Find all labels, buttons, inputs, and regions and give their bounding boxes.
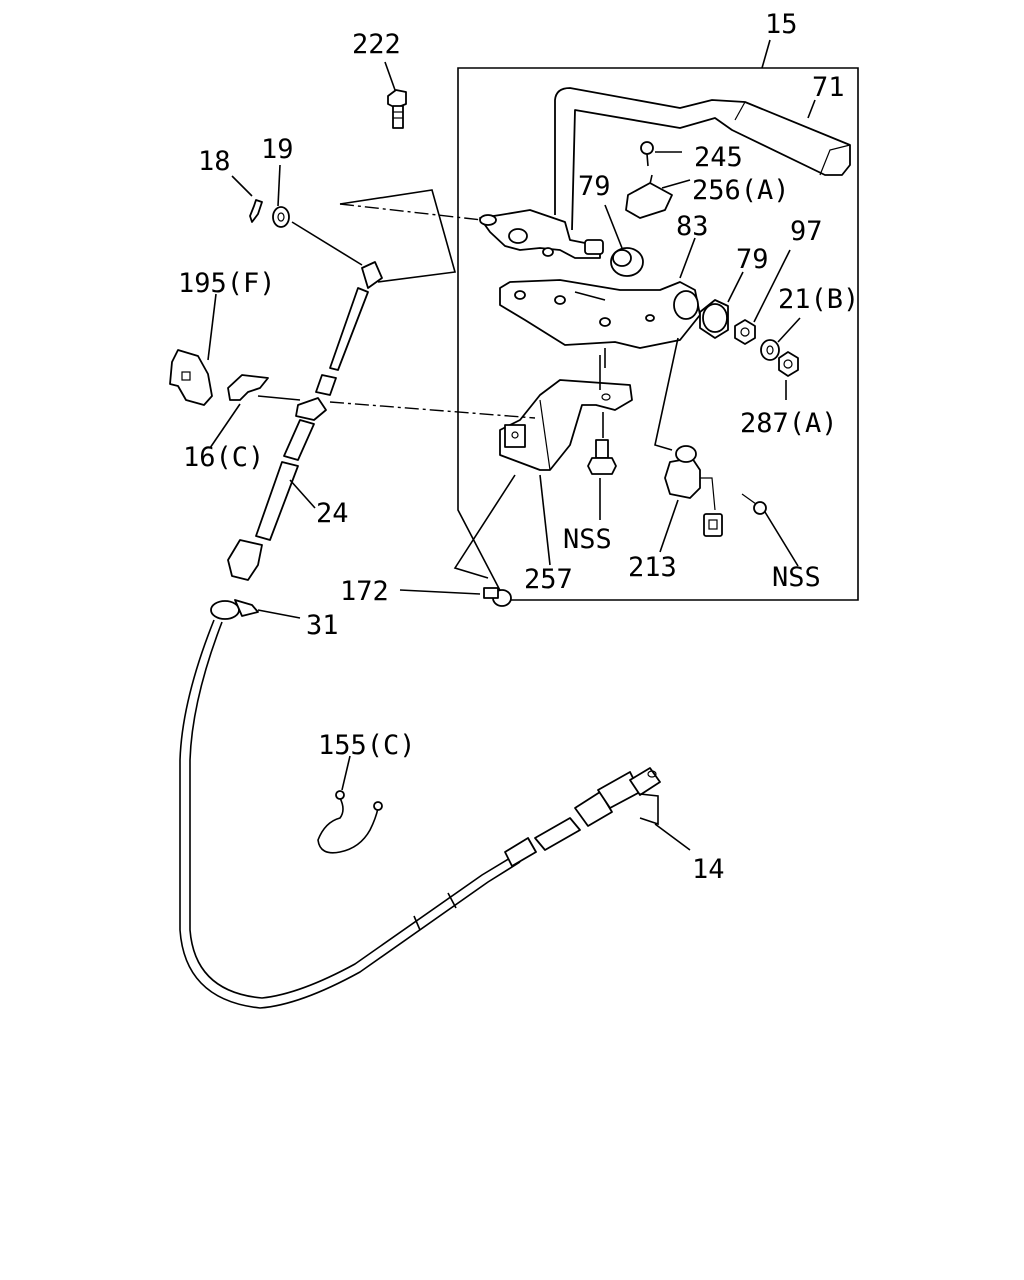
callout-21b: 21(B) [778, 284, 859, 315]
screw-172 [399, 474, 516, 607]
clip-195f [169, 293, 217, 406]
lever-pivot [479, 209, 604, 259]
callout-213: 213 [628, 552, 677, 583]
callout-labels: 15 71 222 18 19 245 256(A) 79 83 97 79 2… [178, 9, 859, 885]
bolt-222 [384, 61, 407, 129]
callout-24: 24 [316, 498, 349, 529]
screw-nss-right [741, 493, 799, 567]
pin-18 [231, 175, 263, 223]
callout-nss-center: NSS [563, 524, 612, 555]
nut-97 [734, 249, 791, 345]
explode-lines [257, 189, 536, 419]
clip-256a [625, 174, 691, 219]
cable-end-14 [504, 767, 691, 867]
callout-31: 31 [306, 610, 339, 641]
cable-24 [227, 261, 383, 581]
washer-21b [760, 317, 801, 361]
callout-195f: 195(F) [178, 268, 276, 299]
callout-15: 15 [765, 9, 798, 40]
assembly-frame [457, 39, 859, 601]
callout-79-right: 79 [736, 244, 769, 275]
callout-18: 18 [198, 146, 231, 177]
bracket-83 [499, 237, 701, 349]
callout-256a: 256(A) [692, 175, 790, 206]
callout-nss-right: NSS [772, 562, 821, 593]
switch-213 [654, 337, 723, 553]
callout-79-top: 79 [578, 171, 611, 202]
callout-14: 14 [692, 854, 725, 885]
clip-155c [317, 755, 383, 854]
lever-handle [554, 87, 851, 231]
bracket-257 [499, 348, 633, 566]
callout-97: 97 [790, 216, 823, 247]
cable-routing [179, 619, 521, 1009]
adjuster-31 [210, 599, 301, 620]
callout-19: 19 [261, 134, 294, 165]
bolt-nss-center [587, 412, 617, 520]
bushing-79-top [604, 204, 644, 277]
callout-83: 83 [676, 211, 709, 242]
callout-245: 245 [694, 142, 743, 173]
callout-16c: 16(C) [183, 442, 264, 473]
callout-287a: 287(A) [740, 408, 838, 439]
callout-155c: 155(C) [318, 730, 416, 761]
washer-19 [272, 164, 290, 228]
clip-16c [209, 374, 269, 449]
callout-172: 172 [340, 576, 389, 607]
pin-245 [640, 141, 682, 167]
nut-287a [778, 351, 799, 400]
callout-257: 257 [524, 564, 573, 595]
callout-222: 222 [352, 29, 401, 60]
callout-71: 71 [812, 72, 845, 103]
bushing-79-right [699, 271, 744, 339]
